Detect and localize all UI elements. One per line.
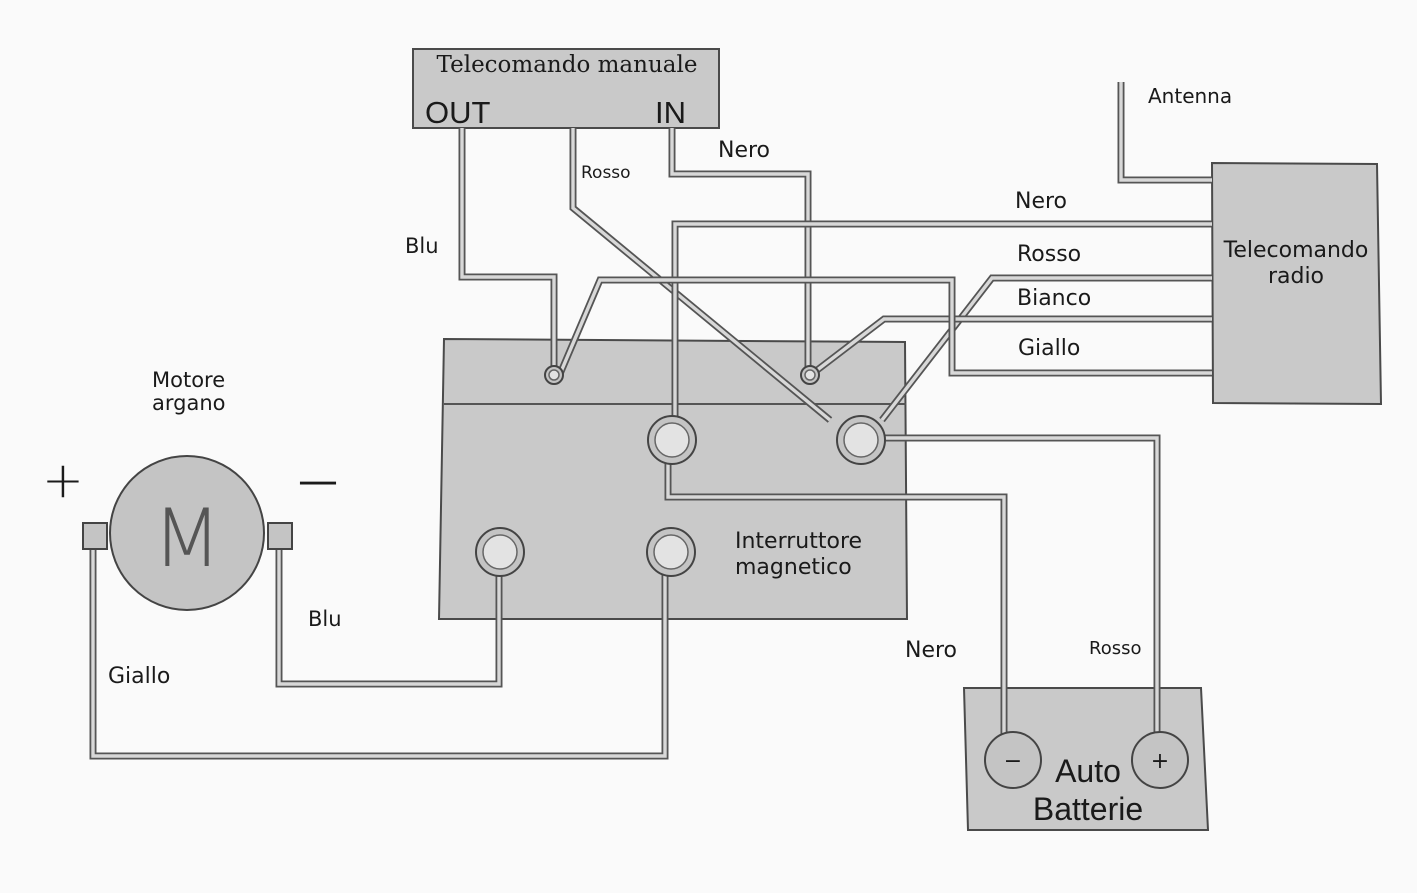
radio-remote-box	[1210, 161, 1383, 406]
antenna-label: Antenna	[1148, 84, 1232, 108]
motor-symbol: M	[152, 492, 221, 585]
manual-remote-title: Telecomando manuale	[437, 52, 698, 78]
motor-label-line1: Motore	[152, 368, 225, 392]
wires	[89, 82, 1212, 760]
label-rosso-radio: Rosso	[1017, 242, 1081, 267]
battery-label-line1: Auto	[1055, 753, 1121, 789]
battery-positive-terminal	[1131, 731, 1189, 789]
manual-remote-out-label: OUT	[425, 95, 491, 130]
switch-label-line2: magnetico	[735, 555, 852, 580]
battery: Auto Batterie	[962, 687, 1210, 831]
battery-negative-symbol: −	[1004, 749, 1022, 774]
manual-remote-in-label: IN	[655, 95, 686, 130]
label-rosso-battery: Rosso	[1089, 638, 1141, 659]
label-giallo-radio: Giallo	[1018, 336, 1080, 361]
magnetic-switch: Interruttore magnetico	[437, 337, 909, 620]
battery-label-line2: Batterie	[1033, 791, 1143, 827]
motor-label-line2: argano	[152, 391, 226, 415]
wire-nero-manual	[668, 128, 812, 374]
wire-labels: Antenna Rosso Nero Blu Nero Rosso Bianco…	[108, 84, 1232, 689]
switch-terminals	[475, 365, 886, 577]
label-bianco-radio: Bianco	[1017, 286, 1091, 311]
radio-remote: Telecomando radio	[1210, 161, 1383, 406]
battery-negative-terminal	[984, 731, 1042, 789]
winch-motor: M + — Motore argano	[42, 368, 338, 611]
label-nero-manual: Nero	[718, 138, 770, 163]
label-giallo-motor: Giallo	[108, 664, 170, 689]
label-nero-radio: Nero	[1015, 189, 1067, 214]
manual-remote-box	[412, 48, 720, 129]
radio-remote-label-line1: Telecomando	[1223, 238, 1369, 263]
motor-minus-sign: —	[298, 458, 338, 504]
label-blu-manual: Blu	[405, 234, 439, 258]
motor-plus-sign: +	[42, 451, 84, 509]
battery-positive-symbol: +	[1151, 749, 1169, 774]
wire-blu-manual	[458, 128, 558, 374]
motor-minus-terminal	[267, 522, 293, 550]
label-rosso-manual: Rosso	[581, 163, 631, 183]
manual-remote: Telecomando manuale OUT IN	[412, 48, 720, 130]
switch-label-line1: Interruttore	[735, 529, 862, 554]
magnetic-switch-box	[437, 337, 909, 620]
label-nero-battery: Nero	[905, 638, 957, 663]
battery-terminals: − +	[984, 731, 1189, 789]
motor-body	[109, 455, 265, 611]
radio-remote-label-line2: radio	[1268, 264, 1324, 289]
label-blu-motor: Blu	[308, 607, 342, 631]
motor-plus-terminal	[82, 522, 108, 550]
battery-box	[962, 687, 1210, 831]
